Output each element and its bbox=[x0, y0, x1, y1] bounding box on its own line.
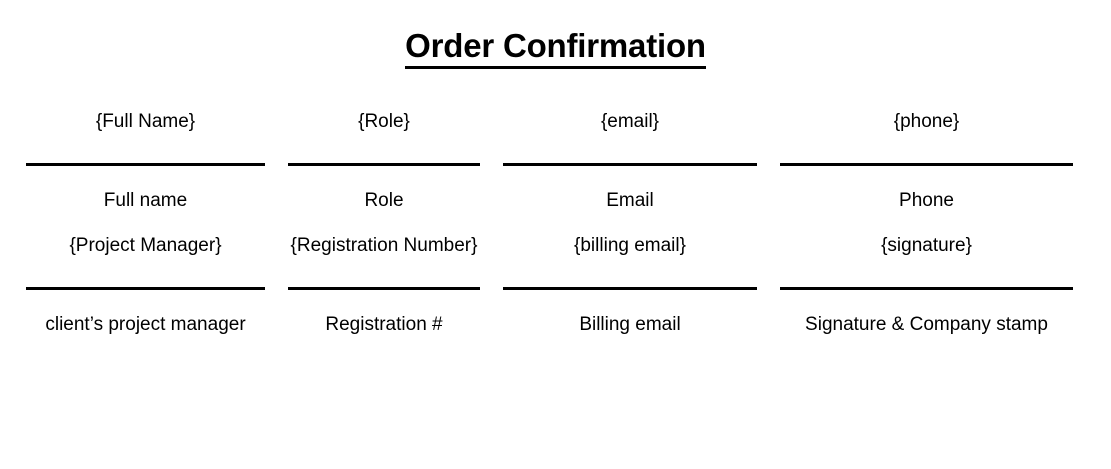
field-label-role: Role bbox=[364, 190, 404, 211]
field-rule-signature bbox=[780, 287, 1073, 290]
field-label-signature: Signature & Company stamp bbox=[805, 314, 1048, 335]
field-group-role: {Role} Role bbox=[288, 107, 480, 213]
field-label-email: Email bbox=[606, 190, 654, 211]
field-rule-project-manager bbox=[26, 287, 265, 290]
field-label-registration-number: Registration # bbox=[325, 314, 443, 335]
field-rule-billing-email bbox=[503, 287, 757, 290]
field-label-billing-email: Billing email bbox=[579, 314, 681, 335]
field-placeholder-phone[interactable]: {phone} bbox=[893, 111, 960, 133]
field-placeholder-project-manager[interactable]: {Project Manager} bbox=[69, 235, 222, 257]
field-rule-registration-number bbox=[288, 287, 480, 290]
field-placeholder-role[interactable]: {Role} bbox=[358, 111, 410, 133]
field-group-registration-number: {Registration Number} Registration # bbox=[288, 231, 480, 337]
field-rule-phone bbox=[780, 163, 1073, 166]
field-group-signature: {signature} Signature & Company stamp bbox=[780, 231, 1073, 337]
form-field-grid: {Full Name} Full name {Role} Role {email… bbox=[0, 107, 1111, 355]
field-label-phone: Phone bbox=[899, 190, 954, 211]
field-placeholder-signature[interactable]: {signature} bbox=[881, 235, 972, 257]
field-group-full-name: {Full Name} Full name bbox=[26, 107, 265, 213]
page-title: Order Confirmation bbox=[405, 27, 706, 69]
page-title-container: Order Confirmation bbox=[0, 27, 1111, 69]
field-band-contact-details: {Full Name} Full name {Role} Role {email… bbox=[0, 107, 1111, 231]
field-placeholder-billing-email[interactable]: {billing email} bbox=[574, 235, 686, 257]
field-band-project-and-billing-details: {Project Manager} client’s project manag… bbox=[0, 231, 1111, 355]
field-rule-full-name bbox=[26, 163, 265, 166]
field-placeholder-email[interactable]: {email} bbox=[600, 111, 660, 133]
field-placeholder-full-name[interactable]: {Full Name} bbox=[95, 111, 196, 133]
field-group-phone: {phone} Phone bbox=[780, 107, 1073, 213]
field-label-project-manager: client’s project manager bbox=[45, 314, 246, 335]
field-rule-role bbox=[288, 163, 480, 166]
field-rule-email bbox=[503, 163, 757, 166]
field-group-project-manager: {Project Manager} client’s project manag… bbox=[26, 231, 265, 337]
field-placeholder-registration-number[interactable]: {Registration Number} bbox=[290, 235, 478, 257]
field-label-full-name: Full name bbox=[103, 190, 188, 211]
field-group-email: {email} Email bbox=[503, 107, 757, 213]
field-group-billing-email: {billing email} Billing email bbox=[503, 231, 757, 337]
